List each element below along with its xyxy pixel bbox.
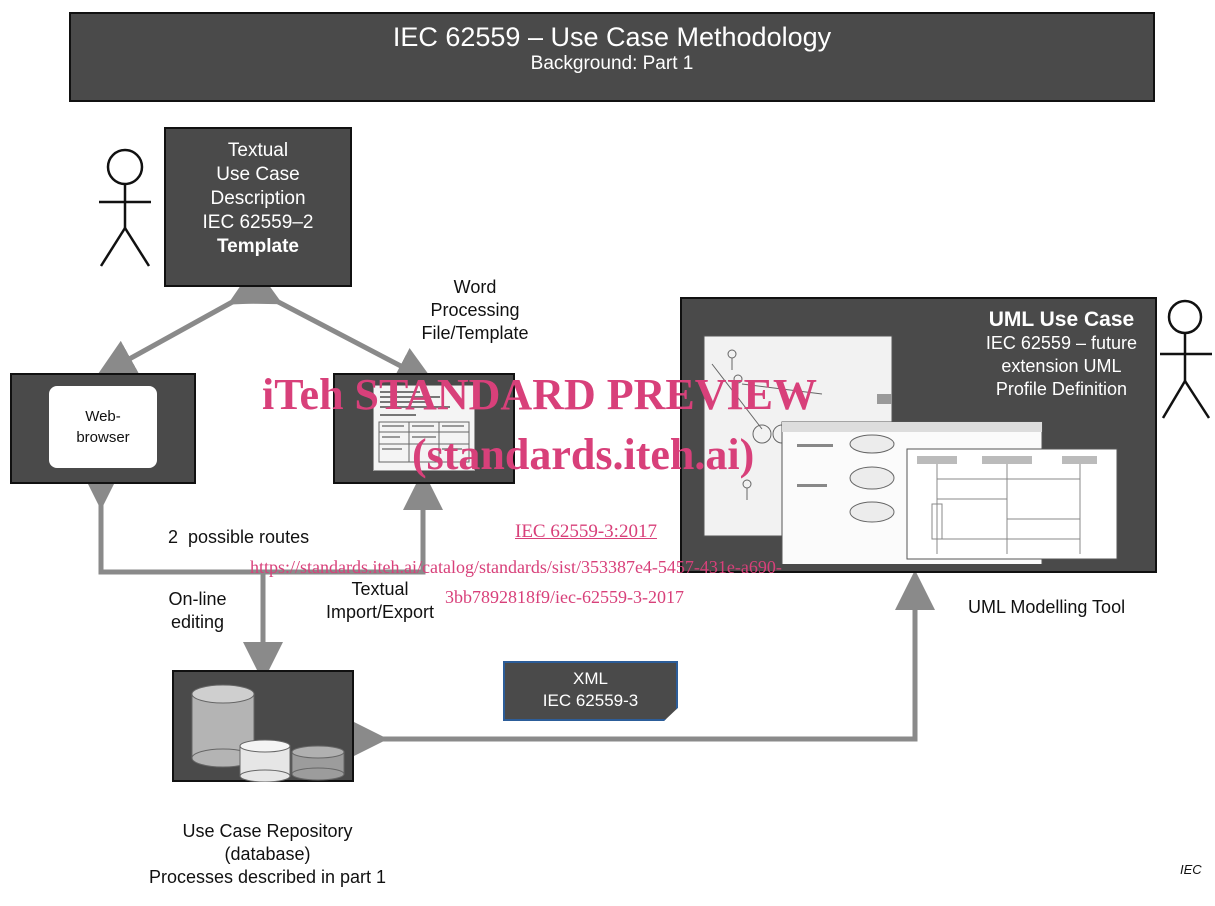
uml-use-case-box: UML Use Case IEC 62559 – future extensio… (680, 297, 1157, 573)
actor-right-icon (1160, 299, 1212, 419)
repository-box (172, 670, 354, 783)
import-label-line: Import/Export (325, 602, 435, 622)
repository-label-line: Processes described in part 1 (148, 867, 387, 887)
uml-line: extension UML (1001, 356, 1122, 376)
template-line: Description (210, 188, 306, 209)
online-label-line: On-line (168, 589, 227, 609)
template-line: Use Case (216, 164, 300, 185)
web-browser-panel: Web- browser (49, 386, 157, 468)
watermark-line1: iTeh STANDARD PREVIEW (262, 370, 817, 419)
uml-tool-label: UML Modelling Tool (968, 597, 1126, 617)
uml-title-block: UML Use Case IEC 62559 – future extensio… (986, 307, 1137, 401)
uml-line: IEC 62559 – future (985, 333, 1137, 353)
online-editing-label: On-line editing (150, 588, 245, 634)
import-export-label: Textual Import/Export (305, 578, 455, 624)
browser-box: Web- browser (10, 373, 196, 484)
template-line: IEC 62559–2 (202, 212, 314, 233)
browser-label-line: Web- (85, 408, 121, 425)
iec-corner-label: IEC (1180, 862, 1202, 877)
database-icon (191, 684, 345, 783)
browser-label-line: browser (76, 429, 130, 446)
template-box: Textual Use Case Description IEC 62559–2… (164, 127, 352, 287)
diagram-title: IEC 62559 – Use Case Methodology (392, 22, 832, 52)
uml-diagram-thumbnail-icon (703, 335, 1118, 564)
word-processing-label: Word Processing File/Template (400, 276, 550, 345)
watermark-doc-link[interactable]: IEC 62559-3:2017 (515, 521, 657, 542)
repository-label-line: Use Case Repository (182, 821, 353, 841)
template-line: Textual (227, 140, 289, 161)
uml-line: Profile Definition (995, 379, 1127, 399)
actor-left-icon (99, 148, 151, 267)
uml-title: UML Use Case (988, 308, 1135, 331)
word-label-line: Processing (430, 300, 520, 320)
word-label-line: File/Template (421, 323, 529, 343)
watermark-url-line1[interactable]: https://standards.iteh.ai/catalog/standa… (250, 557, 782, 577)
xml-tag-line: IEC 62559-3 (542, 691, 639, 710)
word-document-box (333, 373, 515, 484)
watermark-url-line2[interactable]: 3bb7892818f9/iec-62559-3-2017 (445, 587, 684, 607)
title-banner: IEC 62559 – Use Case Methodology Backgro… (69, 12, 1155, 102)
xml-tag-line: XML (573, 669, 608, 688)
repository-label-line: (database) (224, 844, 311, 864)
template-bold-line: Template (216, 236, 299, 257)
arrow-repository-uml (348, 570, 935, 759)
arrow-template-browser (95, 267, 273, 378)
routes-label: 2 possible routes (168, 527, 310, 547)
repository-label: Use Case Repository (database) Processes… (95, 820, 440, 889)
document-thumbnail (373, 385, 475, 471)
watermark-line2: (standards.iteh.ai) (412, 430, 755, 479)
online-label-line: editing (170, 612, 225, 632)
diagram-subtitle: Background: Part 1 (530, 53, 694, 74)
import-label-line: Textual (351, 579, 409, 599)
arrow-template-word (238, 268, 436, 385)
xml-format-tag: XML IEC 62559-3 (503, 661, 678, 721)
word-label-line: Word (453, 277, 497, 297)
document-thumbnail-icon (378, 391, 470, 463)
